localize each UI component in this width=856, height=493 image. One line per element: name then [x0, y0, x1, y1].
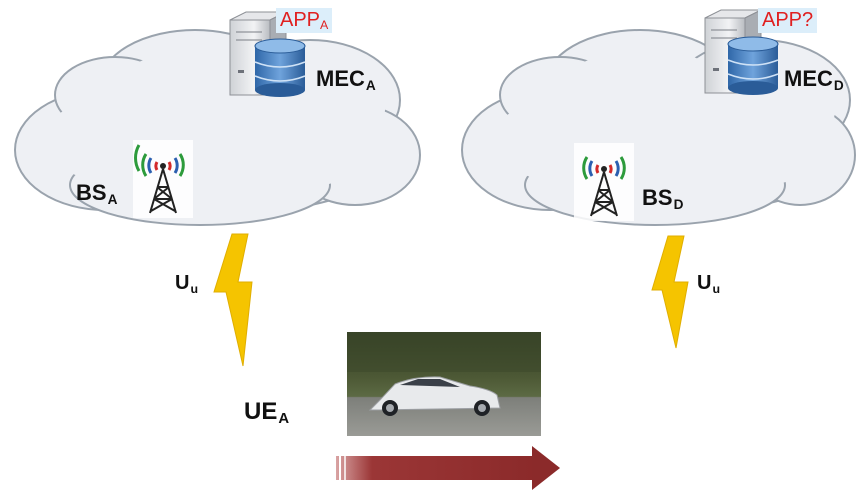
link-uu-left-text: U — [175, 272, 190, 294]
mec-d-text: MEC — [784, 66, 833, 91]
bs-d-text: BS — [642, 185, 673, 210]
app-a-label: APPA — [276, 8, 333, 34]
link-uu-left-label: Uu — [175, 272, 198, 296]
lightning-bolt-icon — [651, 235, 689, 349]
motion-arrow-icon — [336, 446, 560, 490]
bs-a-text: BS — [76, 180, 107, 205]
ue-a-subscript: A — [278, 411, 290, 428]
ue-a-text: UE — [244, 398, 278, 425]
antenna-tower-icon — [133, 140, 193, 218]
mec-d-subscript: D — [833, 78, 844, 94]
app-d-label: APP? — [758, 8, 818, 33]
database-icon — [254, 38, 306, 97]
bs-a-subscript: A — [107, 192, 118, 208]
lightning-bolt-icon — [213, 233, 253, 367]
link-uu-right-label: Uu — [697, 272, 720, 296]
antenna-tower-icon — [574, 143, 634, 221]
app-d-text: APP? — [762, 9, 814, 31]
mec-a-text: MEC — [316, 66, 365, 91]
link-uu-right-subscript: u — [712, 281, 721, 296]
car-photo — [347, 332, 541, 436]
app-a-text: APP — [280, 9, 321, 31]
link-uu-left-subscript: u — [190, 281, 199, 296]
link-uu-right-text: U — [697, 272, 712, 294]
database-icon — [727, 36, 779, 95]
mec-d-label: MECD — [784, 66, 844, 93]
bs-d-label: BSD — [642, 185, 683, 212]
bs-a-label: BSA — [76, 180, 117, 207]
app-a-subscript: A — [320, 18, 329, 33]
bs-d-subscript: D — [673, 197, 684, 213]
mec-a-label: MECA — [316, 66, 376, 93]
ue-a-label: UEA — [244, 398, 289, 427]
mec-a-subscript: A — [365, 78, 376, 94]
